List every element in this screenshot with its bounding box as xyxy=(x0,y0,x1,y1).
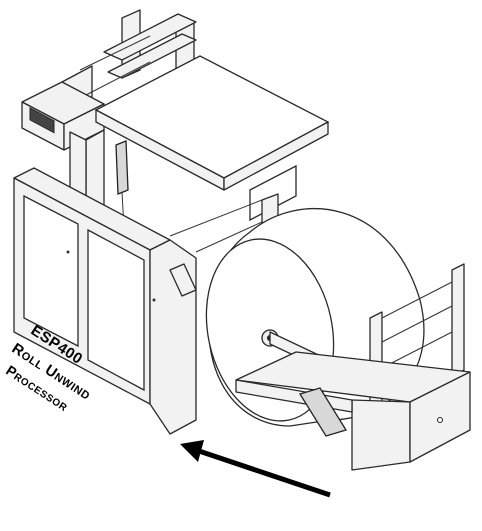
base-pedestal xyxy=(235,351,471,471)
pointer-arrow xyxy=(180,440,331,498)
display-readout xyxy=(29,107,55,134)
cabinet xyxy=(13,167,197,435)
work-table xyxy=(94,55,330,222)
lift-cylinder xyxy=(115,140,129,229)
